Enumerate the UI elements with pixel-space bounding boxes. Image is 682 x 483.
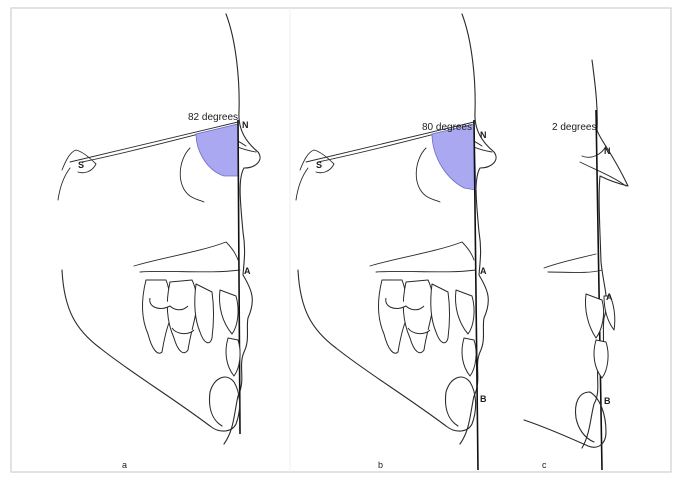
panel-b-point-a: A	[480, 266, 487, 276]
panel-b-label: b	[378, 460, 383, 470]
panel-a-point-n: N	[242, 120, 249, 130]
panel-a-point-a: A	[244, 266, 251, 276]
panel-b-angle-label: 80 degrees	[422, 122, 472, 133]
panel-c-point-b: B	[604, 396, 611, 406]
panel-b-point-b: B	[480, 394, 487, 404]
figure-frame	[11, 8, 671, 472]
panel-c-label: c	[542, 460, 547, 470]
panel-a-label: a	[122, 460, 127, 470]
panel-a-point-s: S	[78, 160, 84, 170]
panel-c-point-n: N	[604, 146, 611, 156]
panel-b-point-s: S	[316, 160, 322, 170]
panel-c-point-a: A	[606, 292, 613, 302]
panel-b-point-n: N	[480, 130, 487, 140]
panel-c-angle-label: 2 degrees	[552, 122, 596, 133]
panel-a-angle-label: 82 degrees	[188, 112, 238, 123]
